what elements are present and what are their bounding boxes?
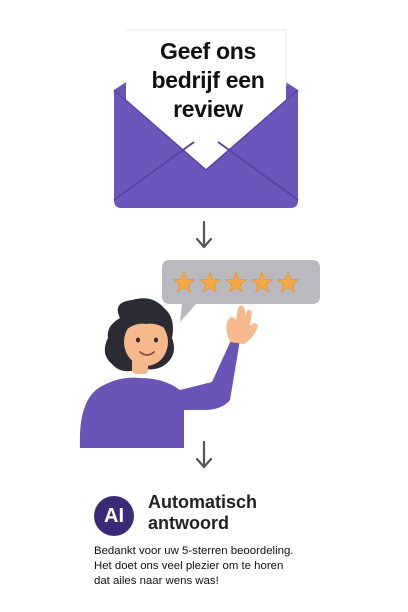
reply-message: Bedankt voor uw 5-sterren beoordeling. H…	[94, 544, 326, 589]
star-icon	[199, 271, 221, 293]
ai-avatar-badge: AI	[94, 496, 134, 536]
person-illustration	[79, 298, 258, 448]
envelope-title-line-2: bedrijf een	[151, 67, 265, 93]
star-icon	[225, 271, 247, 293]
envelope-title-line-1: Geef ons	[159, 38, 256, 64]
arrow-down-icon	[195, 220, 213, 249]
envelope-title-line-3: review	[173, 96, 243, 122]
star-rating	[173, 271, 299, 293]
arrow-down-icon	[195, 440, 213, 469]
reply-title-line-2: antwoord	[148, 513, 229, 533]
reply-message-line-2: Het doet ons veel plezier om te horen	[94, 560, 284, 572]
envelope-title: Geef ons bedrijf een review	[126, 37, 290, 124]
rating-speech-bubble	[162, 260, 320, 322]
reply-message-line-3: dat ailes naar wens was!	[94, 575, 219, 587]
reply-title-line-1: Automatisch	[148, 492, 258, 512]
star-icon	[173, 271, 195, 293]
reply-message-line-1: Bedankt voor uw 5-sterren beoordeling.	[94, 545, 294, 557]
reply-title: Automatisch antwoord	[148, 492, 328, 534]
star-icon	[277, 271, 299, 293]
auto-reply-card: AI Automatisch antwoord Bedankt voor uw …	[78, 484, 328, 598]
star-icon	[251, 271, 273, 293]
envelope-icon	[113, 29, 299, 208]
